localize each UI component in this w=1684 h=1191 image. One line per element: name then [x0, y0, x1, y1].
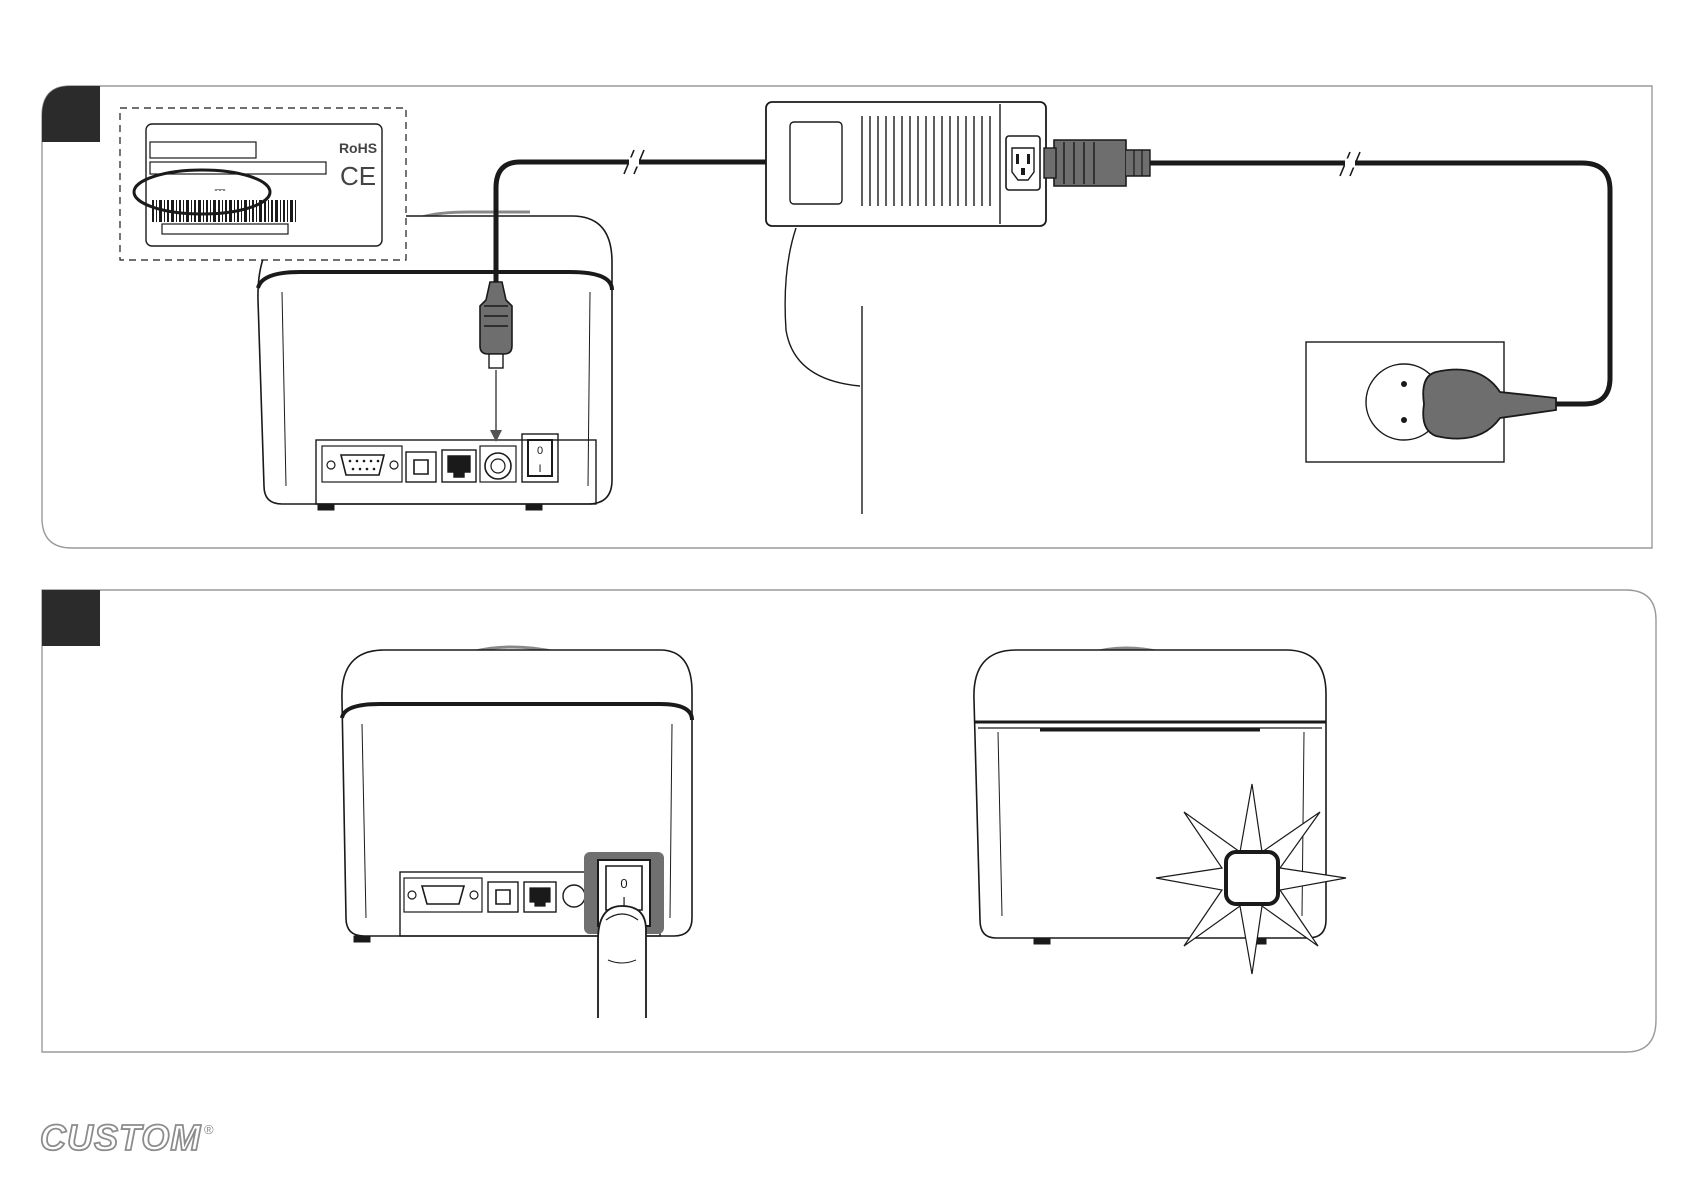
switch-off-mark: 0: [537, 445, 543, 457]
printer-foot: [354, 936, 370, 942]
switch-off-mark: 0: [620, 876, 627, 891]
finger-icon: [598, 906, 646, 1018]
panel-2: 0 I: [42, 590, 1656, 1052]
printer-foot: [526, 504, 542, 510]
iec-inlet-icon: [1006, 136, 1040, 190]
switch-on-mark: I: [538, 463, 541, 475]
printer-foot: [318, 504, 334, 510]
iec-connector-icon: [1054, 140, 1126, 186]
panel-1: 0 I RoHS CE ⎓: [42, 86, 1652, 548]
adapter-label-area: [790, 122, 842, 204]
panel-2-frame: [42, 590, 1656, 1052]
panel-1-step-tab: [42, 86, 100, 142]
dc-symbol: ⎓: [214, 181, 225, 197]
rohs-mark: RoHS: [339, 140, 377, 156]
custom-logo: CUSTOM ®: [40, 1117, 214, 1158]
printer-foot: [1034, 938, 1050, 944]
registered-mark: ®: [204, 1122, 214, 1137]
mains-plug-icon: [1423, 370, 1556, 439]
power-adapter: [766, 102, 1046, 514]
status-led-icon: [1226, 852, 1278, 904]
panel-2-step-tab: [42, 590, 100, 646]
iec-connector-tip: [1044, 148, 1056, 178]
wall-outlet: [1306, 342, 1556, 462]
logo-text: CUSTOM: [40, 1117, 201, 1158]
adapter-output-cord: [785, 228, 860, 386]
cable-strain-relief: [1126, 150, 1150, 176]
ce-mark: CE: [340, 161, 376, 191]
dc-plug-tip: [489, 354, 503, 368]
rating-label-callout: RoHS CE ⎓: [120, 108, 406, 260]
